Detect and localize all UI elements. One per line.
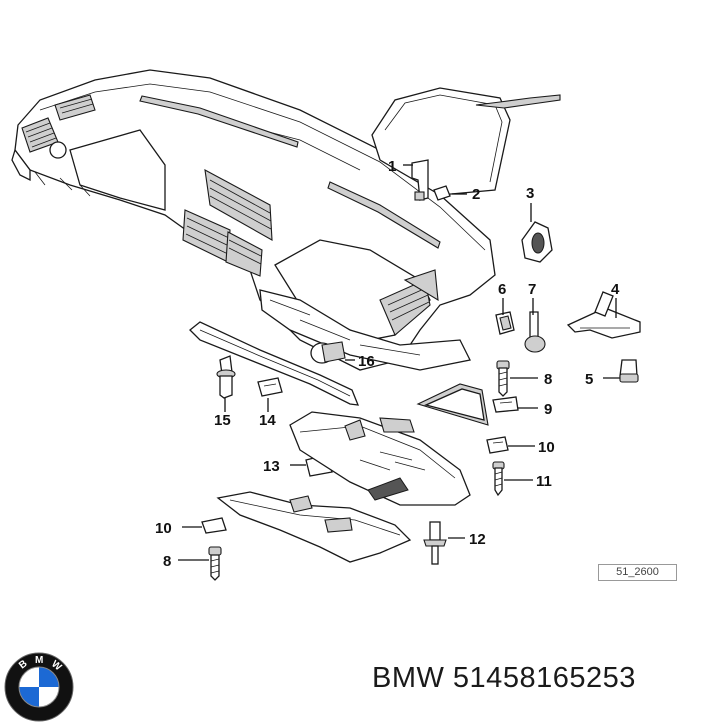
callout-8: 8 [544, 371, 552, 388]
callout-8-left: 8 [163, 553, 171, 570]
part-4-bracket [566, 291, 641, 339]
dashboard-carrier [11, 69, 496, 371]
callouts: 1 2 3 4 5 6 7 8 9 10 11 12 13 14 15 16 1… [155, 158, 620, 570]
part-7-screw [524, 311, 546, 353]
leader-lines [178, 164, 620, 561]
callout-6: 6 [498, 281, 506, 298]
callout-9: 9 [544, 401, 552, 418]
callout-10: 10 [538, 439, 555, 456]
reference-code: 51_2600 [598, 564, 677, 581]
part-1-clip [411, 159, 429, 201]
part-14-clip [257, 377, 283, 397]
part-8-screw [496, 360, 510, 397]
part-9-clip [492, 396, 519, 413]
callout-3: 3 [526, 185, 534, 202]
part-10-clip [486, 436, 509, 454]
part-3-grommet [521, 221, 553, 263]
part-8-screw-left [208, 546, 222, 581]
callout-11: 11 [536, 473, 552, 490]
callout-12: 12 [469, 531, 486, 548]
callout-7: 7 [528, 281, 536, 298]
callout-4: 4 [611, 281, 620, 298]
svg-text:M: M [35, 655, 43, 666]
part-11-screw [492, 461, 505, 497]
lower-tray [216, 491, 412, 563]
part-15-pin [216, 355, 236, 399]
trim-strip [189, 321, 360, 406]
callout-1: 1 [388, 158, 396, 175]
corner-trim-panel [416, 383, 489, 426]
callout-13: 13 [263, 458, 280, 475]
part-12-pin [423, 521, 447, 565]
callout-15: 15 [214, 412, 231, 429]
part-10-clip-left [201, 517, 227, 534]
callout-10-left: 10 [155, 520, 172, 537]
part-5-nut [619, 359, 639, 383]
passenger-airbag-cover [371, 87, 561, 196]
part-6-clip [495, 311, 515, 335]
callout-16: 16 [358, 353, 375, 370]
part-16-plug [310, 341, 346, 364]
part-2-clip [433, 185, 451, 201]
part-number-caption: BMW 51458165253 [372, 662, 636, 694]
callout-2: 2 [472, 186, 480, 203]
bmw-logo: B M W [4, 652, 74, 722]
lower-panel [289, 411, 471, 506]
callout-14: 14 [259, 412, 276, 429]
callout-5: 5 [585, 371, 593, 388]
